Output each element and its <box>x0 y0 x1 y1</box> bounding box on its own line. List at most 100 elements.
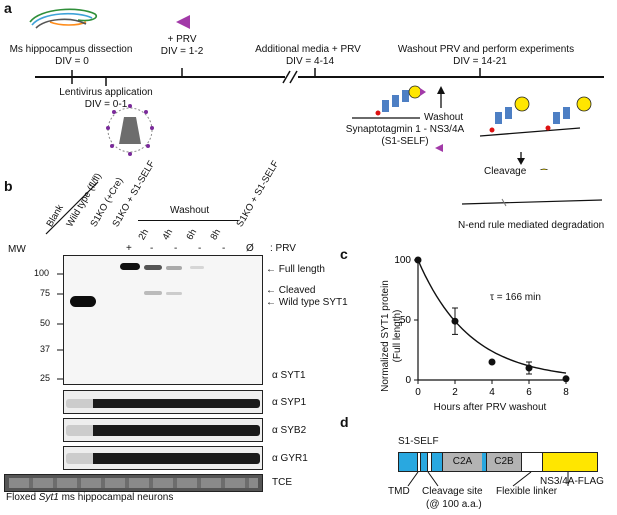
domain-linker-b <box>432 453 442 471</box>
band-wild-type <box>70 296 96 307</box>
gyr1-blot <box>63 446 263 470</box>
band-full-length-2h <box>144 265 162 270</box>
panel-c-label: c <box>340 246 348 262</box>
x-tick-label: 2 <box>452 387 458 398</box>
washout-bracket <box>138 220 238 221</box>
domain-linker-a <box>421 453 427 471</box>
prv-sign-1: + <box>126 243 132 254</box>
syp1-blot <box>63 390 263 414</box>
washout-header: Washout <box>170 205 210 216</box>
ab-gyr1: α GYR1 <box>272 453 308 464</box>
domain-c2b: C2B <box>486 453 522 471</box>
panel-a-label: a <box>4 0 12 16</box>
label-cleaved: ← Cleaved <box>266 285 316 296</box>
domain-c2a: C2A <box>442 453 482 471</box>
prv-sign-2: - <box>150 243 154 254</box>
div0-label: DIV = 0 <box>55 56 89 67</box>
fit-curve <box>417 259 567 374</box>
domain-bar: C2A C2B <box>398 452 598 472</box>
data-point <box>488 358 496 366</box>
prv-triangle-icon <box>176 15 190 29</box>
data-point <box>414 256 422 264</box>
panel-d-label: d <box>340 414 349 430</box>
tau-label: τ = 166 min <box>490 292 541 303</box>
mw-label: MW <box>8 244 26 255</box>
mw-37: 37 <box>40 344 51 354</box>
lane-label-4h: 4h <box>160 227 176 242</box>
s1self-title: S1-SELF <box>398 436 439 447</box>
x-tick-label: 4 <box>489 387 495 398</box>
lenti-label: Lentivirus application <box>59 87 153 98</box>
syt1-blot <box>63 255 263 385</box>
domain-cleavage-site <box>427 453 432 471</box>
band-cleaved <box>144 291 162 295</box>
domain-n-terminal <box>399 453 417 471</box>
blot-caption: Floxed Syt1 ms hippocampal neurons <box>6 492 174 503</box>
ab-syp1: α SYP1 <box>272 397 307 408</box>
prv-triangle-small-icon <box>435 144 443 152</box>
nend-label: N-end rule mediated degradation <box>458 220 605 231</box>
lane-header-diagonal <box>45 181 99 235</box>
div01-label: DIV = 0-1 <box>84 99 128 110</box>
additional-label: Additional media + PRV <box>255 44 361 55</box>
linker-label: Flexible linker <box>496 486 558 497</box>
lentivirus-icon <box>106 104 154 156</box>
syb2-blot <box>63 418 263 442</box>
tce-gel <box>4 474 263 492</box>
prv-sign-5: - <box>222 243 226 254</box>
tmd-label: TMD <box>388 486 410 497</box>
div1421-label: DIV = 14-21 <box>453 56 507 67</box>
x-tick-label: 0 <box>415 387 421 398</box>
y-tick-label: 0 <box>405 375 411 386</box>
prv-sign-6: Ø <box>246 243 254 254</box>
div414-label: DIV = 4-14 <box>285 56 335 67</box>
domain-ns34a <box>542 453 597 471</box>
data-point <box>562 375 570 383</box>
ns34a-label: NS3/4A-FLAG <box>540 476 604 487</box>
prv-sign-4: - <box>198 243 202 254</box>
band-cleaved-4h <box>166 292 182 295</box>
y-tick-label: 50 <box>400 315 412 326</box>
syt-ns-label: Synaptotagmin 1 - NS3/4A <box>345 124 465 135</box>
s1-self-membrane-icon <box>352 85 426 119</box>
lane-label-8h: 8h <box>208 227 224 242</box>
label-wild-type: ← Wild type SYT1 <box>266 297 348 308</box>
s1-self-cleaving-icon <box>479 96 592 137</box>
cleavage-site-label: Cleavage site <box>422 486 483 497</box>
domain-callout-lines <box>407 472 569 487</box>
mw-100: 100 <box>34 268 50 278</box>
decay-chart: 0 50 100 0 2 4 6 8 <box>394 255 570 398</box>
x-tick-label: 6 <box>526 387 532 398</box>
prv-label: + PRV <box>167 34 197 45</box>
s1self-label: (S1-SELF) <box>381 136 429 147</box>
ab-tce: TCE <box>272 477 292 488</box>
prv-row-label: : PRV <box>270 243 296 254</box>
label-full-length: ← Full length <box>266 264 325 275</box>
cleavage-label: Cleavage <box>484 166 527 177</box>
cleaved-fragment-icon <box>539 168 549 170</box>
ab-syt1: α SYT1 <box>272 370 306 381</box>
washout-exp-label: Washout PRV and perform experiments <box>397 44 575 55</box>
domain-spacer <box>482 453 486 471</box>
x-tick-label: 8 <box>563 387 569 398</box>
x-axis-label: Hours after PRV washout <box>433 402 547 413</box>
mw-ticks <box>57 273 63 380</box>
div12-label: DIV = 1-2 <box>160 46 204 57</box>
mw-50: 50 <box>40 318 51 328</box>
ab-syb2: α SYB2 <box>272 425 307 436</box>
domain-flexible-linker <box>522 453 542 471</box>
washout-label: Washout <box>424 112 464 123</box>
degradation-membrane-icon <box>462 198 602 207</box>
lane-label-2h: 2h <box>136 227 152 242</box>
band-full-length-6h <box>190 266 204 269</box>
band-full-length-4h <box>166 266 182 270</box>
panel-a-graphics <box>29 8 604 170</box>
mw-25: 25 <box>40 373 51 383</box>
band-full-length <box>120 263 140 270</box>
mw-75: 75 <box>40 288 51 298</box>
domain-tmd <box>417 453 421 471</box>
lane-label-6h: 6h <box>184 227 200 242</box>
y-tick-label: 100 <box>394 255 411 266</box>
dissection-label: Ms hippocampus dissection <box>9 44 133 55</box>
panel-b-label: b <box>4 178 13 194</box>
